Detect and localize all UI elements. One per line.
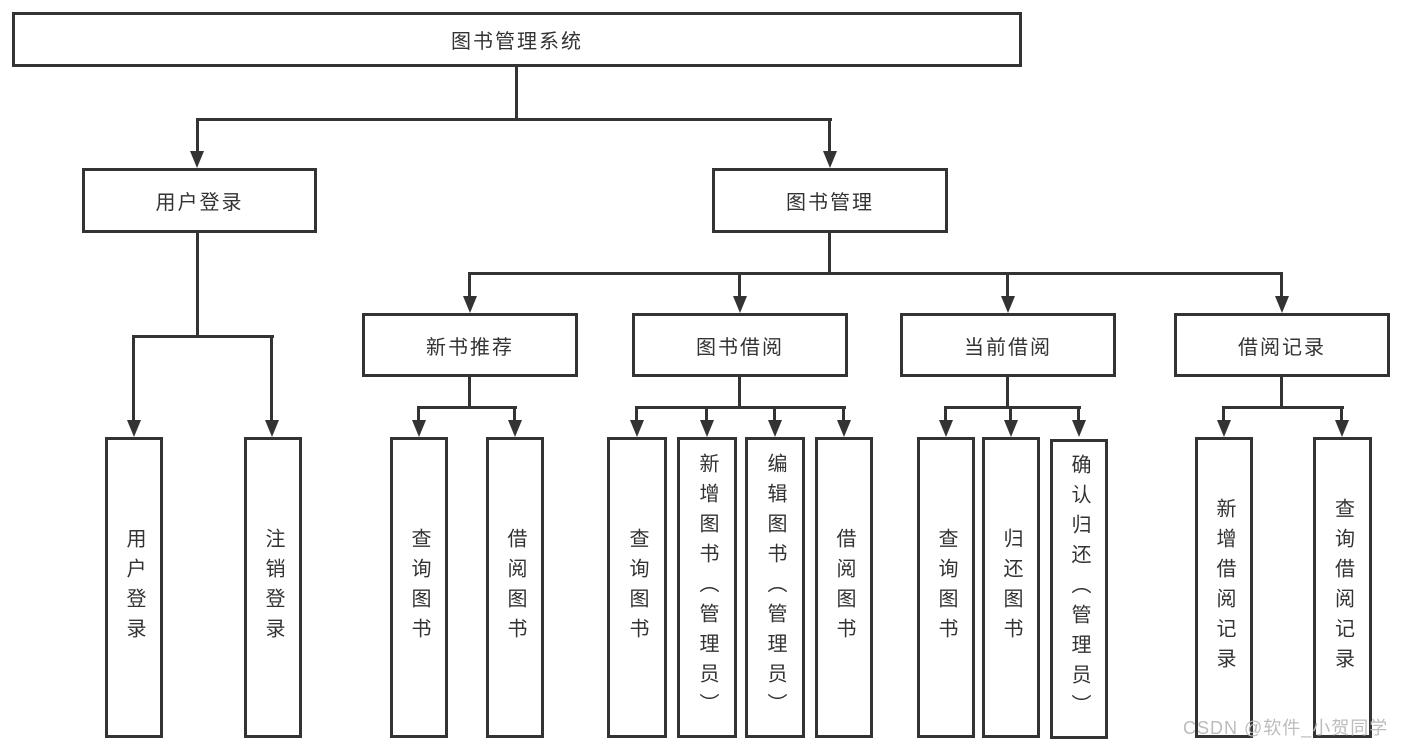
connector-new-books-hline — [418, 406, 517, 409]
arrowhead-query-c — [939, 420, 953, 437]
arrowhead-borrow-records — [1275, 296, 1289, 313]
connector-drop-query-a-stem — [417, 406, 420, 424]
node-library-system: 图书管理系统 — [12, 12, 1022, 67]
connector-root-hline — [196, 118, 832, 121]
connector-drop-query-record-stem — [1340, 406, 1343, 424]
node-new-book-recommend: 新书推荐 — [362, 313, 578, 377]
connector-current-borrow-stub — [1006, 377, 1009, 408]
arrowhead-edit-book — [768, 420, 782, 437]
connector-user-login-stub — [196, 233, 199, 337]
leaf-return-book: 归还图书 — [982, 437, 1040, 738]
connector-borrow-records-stub — [1280, 377, 1283, 408]
arrowhead-borrow-a — [508, 420, 522, 437]
connector-book-mgmt-stub — [828, 233, 831, 275]
arrowhead-query-a — [412, 420, 426, 437]
arrowhead-confirm-return — [1072, 420, 1086, 437]
leaf-logout: 注销登录 — [244, 437, 302, 738]
leaf-add-book-admin: 新增图书（管理员） — [677, 437, 737, 738]
leaf-borrow-book-recommend: 借阅图书 — [486, 437, 544, 738]
connector-book-mgmt-hline — [469, 272, 1283, 275]
connector-drop-book-mgmt-stem — [828, 118, 831, 155]
node-book-borrowing: 图书借阅 — [632, 313, 848, 377]
connector-drop-confirm-return-stem — [1077, 406, 1080, 424]
arrowhead-add-book — [700, 420, 714, 437]
arrowhead-return-book — [1004, 420, 1018, 437]
connector-drop-login-stem — [132, 335, 135, 423]
node-current-borrowing: 当前借阅 — [900, 313, 1116, 377]
connector-drop-borrow-records-stem — [1280, 272, 1283, 300]
arrowhead-book-mgmt — [823, 151, 837, 168]
connector-drop-edit-book-stem — [773, 406, 776, 424]
connector-drop-book-borrow-stem — [738, 272, 741, 300]
connector-new-books-stub — [468, 377, 471, 408]
connector-drop-logout-stem — [270, 335, 273, 423]
connector-drop-add-book-stem — [705, 406, 708, 424]
node-user-login: 用户登录 — [82, 168, 317, 233]
arrowhead-user-login — [190, 151, 204, 168]
connector-user-login-hline — [133, 335, 274, 338]
connector-drop-return-book-stem — [1009, 406, 1012, 424]
connector-current-borrow-hline — [945, 406, 1081, 409]
leaf-user-login: 用户登录 — [105, 437, 163, 738]
leaf-confirm-return-admin: 确认归还（管理员） — [1050, 439, 1108, 739]
arrowhead-new-books — [463, 296, 477, 313]
connector-drop-current-borrow-stem — [1006, 272, 1009, 300]
connector-drop-query-b-stem — [635, 406, 638, 424]
connector-drop-borrow-b-stem — [842, 406, 845, 424]
connector-drop-new-books-stem — [468, 272, 471, 300]
node-borrowing-records: 借阅记录 — [1174, 313, 1390, 377]
connector-drop-query-c-stem — [944, 406, 947, 424]
connector-borrow-records-hline — [1223, 406, 1344, 409]
connector-book-borrow-stub — [738, 377, 741, 408]
arrowhead-query-record — [1335, 420, 1349, 437]
connector-drop-add-record-stem — [1222, 406, 1225, 424]
leaf-borrow-book: 借阅图书 — [815, 437, 873, 738]
leaf-query-book-recommend: 查询图书 — [390, 437, 448, 738]
arrowhead-query-b — [630, 420, 644, 437]
connector-root-stub — [515, 67, 518, 121]
connector-drop-user-login-stem — [196, 118, 199, 155]
arrowhead-borrow-b — [837, 420, 851, 437]
leaf-query-borrow-record: 查询借阅记录 — [1313, 437, 1372, 738]
arrowhead-login — [127, 420, 141, 437]
connector-drop-borrow-a-stem — [513, 406, 516, 424]
arrowhead-current-borrow — [1001, 296, 1015, 313]
arrowhead-book-borrow — [733, 296, 747, 313]
arrowhead-logout — [265, 420, 279, 437]
leaf-edit-book-admin: 编辑图书（管理员） — [745, 437, 805, 738]
arrowhead-add-record — [1217, 420, 1231, 437]
csdn-watermark: CSDN @软件_小贺同学 — [1183, 718, 1389, 738]
leaf-query-book-current: 查询图书 — [917, 437, 975, 738]
leaf-add-borrow-record: 新增借阅记录 — [1195, 437, 1253, 738]
leaf-query-book-borrowing: 查询图书 — [607, 437, 667, 738]
connector-book-borrow-hline — [636, 406, 846, 409]
node-book-management: 图书管理 — [712, 168, 948, 233]
